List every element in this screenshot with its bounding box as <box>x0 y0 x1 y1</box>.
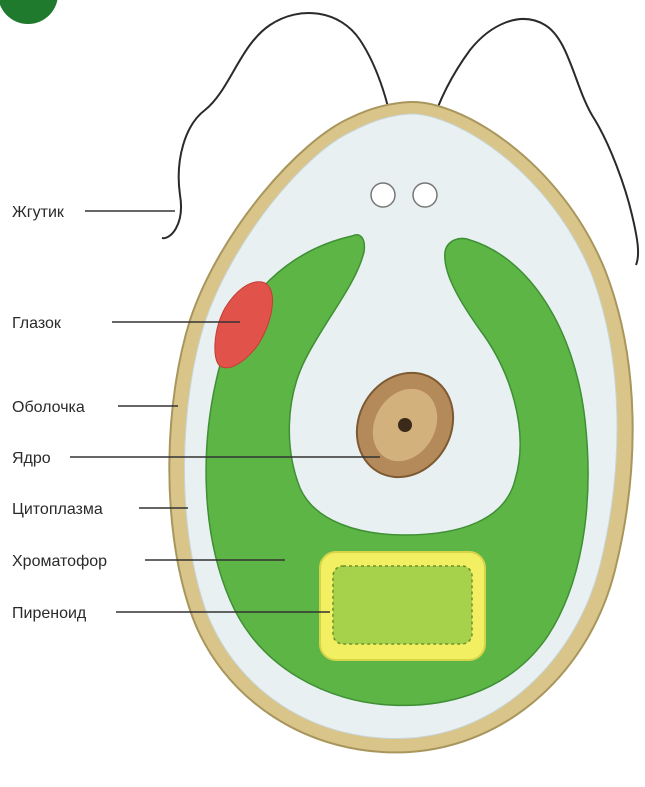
pyrenoid-core <box>333 566 472 644</box>
basal-body-left <box>371 183 395 207</box>
pyrenoid-label: Пиреноид <box>12 605 87 622</box>
nucleus-label: Ядро <box>12 450 51 467</box>
eyespot-label: Глазок <box>12 315 62 332</box>
figure-number-badge <box>0 0 58 24</box>
cytoplasm-label: Цитоплазма <box>12 501 103 518</box>
cell-wall-label: Оболочка <box>12 399 85 416</box>
nucleolus <box>398 418 412 432</box>
flagellum-label: Жгутик <box>12 204 65 221</box>
chromatophore-label: Хроматофор <box>12 553 107 570</box>
basal-body-right <box>413 183 437 207</box>
